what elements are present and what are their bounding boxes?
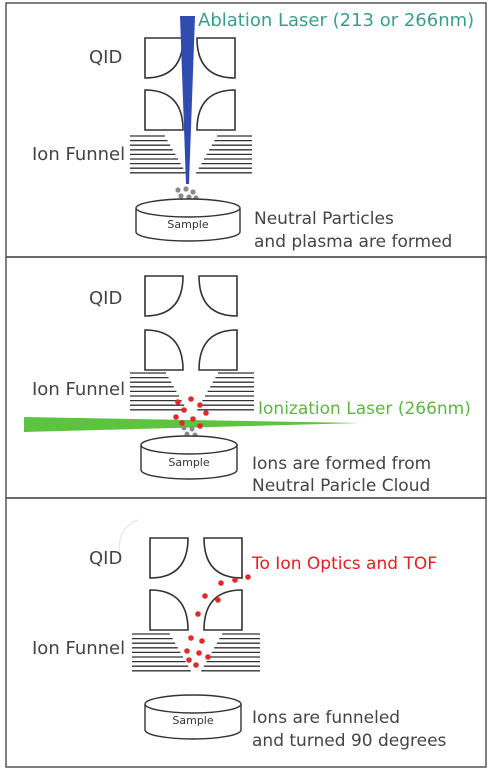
ions: [173, 396, 209, 429]
qid-electrodes: [144, 37, 236, 131]
caption-line-2: and turned 90 degrees: [252, 731, 447, 751]
sample: Sample: [144, 694, 242, 740]
ion: [203, 410, 209, 416]
neutral-particle: [183, 186, 189, 192]
qid-label: QID: [89, 288, 122, 309]
qid-left-electrode: [144, 275, 184, 317]
ion: [173, 414, 179, 420]
panel-frame: [5, 2, 487, 258]
qid-right-electrode: [196, 37, 236, 79]
ion: [199, 638, 205, 644]
ion: [197, 402, 203, 408]
ion: [202, 593, 208, 599]
sample-label: Sample: [167, 218, 208, 231]
caption-line-1: Ions are funneled: [252, 708, 400, 728]
caption-line-1: Neutral Particles: [254, 209, 394, 229]
qid-label: QID: [89, 548, 122, 569]
qid-left-electrode: [149, 537, 189, 579]
neutral-particle: [189, 426, 195, 432]
ion: [181, 407, 187, 413]
neutral-particle: [175, 187, 181, 193]
panel-funneling: QID Ion Funnel To Ion Optics and TOF Sam…: [5, 497, 487, 768]
qid-lower-right-electrode: [203, 589, 243, 631]
ionization-laser-label: Ionization Laser (266nm): [258, 399, 471, 419]
ionization-laser-beam: [24, 417, 360, 432]
ablation-laser-beam: [180, 16, 195, 184]
ion: [232, 577, 238, 583]
ion: [197, 423, 203, 429]
ablation-laser-label: Ablation Laser (213 or 266nm): [198, 10, 474, 31]
ion: [186, 657, 192, 663]
ion: [215, 597, 221, 603]
sample-label: Sample: [172, 714, 213, 727]
qid-electrodes: [144, 275, 238, 371]
ion: [188, 396, 194, 402]
caption-line-2: Neutral Paricle Cloud: [252, 476, 430, 496]
ion-funnel: [130, 135, 252, 174]
ion-funnel-label: Ion Funnel: [32, 144, 125, 165]
qid-lower-left-electrode: [149, 589, 189, 631]
sample: Sample: [135, 198, 241, 242]
caption-line-1: Ions are formed from: [252, 454, 431, 474]
caption-line-2: and plasma are formed: [254, 232, 452, 252]
ion: [190, 416, 196, 422]
qid-electrodes: [149, 537, 243, 631]
qid-lower-left-electrode: [144, 89, 184, 131]
ion-funnel: [132, 633, 260, 672]
panel-frame: [5, 497, 487, 768]
neutral-particle: [184, 431, 190, 437]
ion: [179, 420, 185, 426]
ion-funnel: [130, 372, 254, 411]
qid-label: QID: [89, 47, 122, 68]
ion-funnel-label: Ion Funnel: [32, 379, 125, 400]
ion: [193, 662, 199, 668]
neutral-particle: [181, 425, 187, 431]
ion-funnel-label: Ion Funnel: [32, 638, 125, 659]
sample: Sample: [140, 435, 238, 480]
neutral-particle: [178, 193, 184, 199]
ion: [175, 399, 181, 405]
ion: [245, 574, 251, 580]
neutral-particle: [190, 189, 196, 195]
qid-right-electrode: [203, 537, 243, 579]
ion: [195, 611, 201, 617]
ion: [184, 648, 190, 654]
faint-arc: [118, 519, 139, 557]
ion: [196, 650, 202, 656]
sample-label: Sample: [168, 456, 209, 469]
qid-lower-left-electrode: [144, 329, 184, 371]
qid-right-electrode: [198, 275, 238, 317]
ions: [184, 574, 251, 668]
qid-lower-right-electrode: [196, 89, 236, 131]
panel-ablation: QID Ion Funnel Ablation Laser (213 or 26…: [5, 2, 487, 258]
neutral-particle: [186, 194, 192, 200]
qid-lower-right-electrode: [198, 329, 238, 371]
ion: [205, 654, 211, 660]
panel-ionization: QID Ion Funnel Ionization Laser (266nm): [5, 256, 487, 499]
ion: [188, 635, 194, 641]
ion-optics-tof-label: To Ion Optics and TOF: [251, 554, 437, 574]
ion: [218, 580, 224, 586]
qid-left-electrode: [144, 37, 184, 79]
